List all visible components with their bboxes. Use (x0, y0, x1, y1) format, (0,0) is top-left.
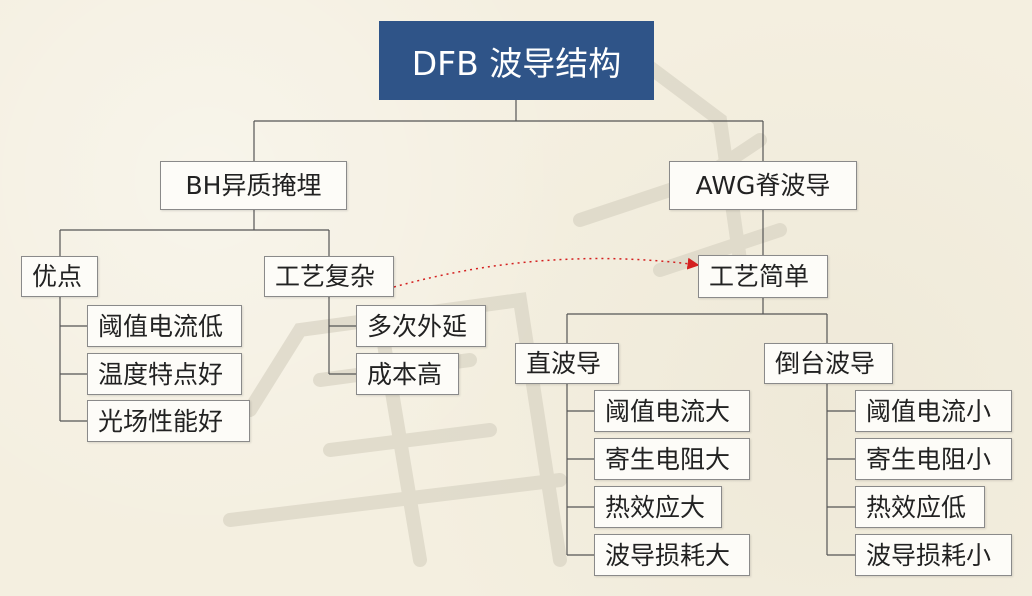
straight-item-4: 波导损耗大 (594, 534, 750, 576)
simple-node: 工艺简单 (698, 255, 828, 298)
connector-complex (328, 297, 356, 375)
awg-node: AWG脊波导 (669, 161, 857, 210)
complex-item-2: 成本高 (356, 353, 459, 395)
straight-item-2: 寄生电阻大 (594, 438, 750, 480)
root-node: DFB 波导结构 (379, 21, 654, 100)
straight-node: 直波导 (515, 343, 619, 384)
pros-item-3: 光场性能好 (87, 400, 250, 442)
complex-node: 工艺复杂 (264, 256, 394, 297)
connector-straight (566, 384, 594, 556)
pros-node: 优点 (21, 256, 98, 297)
connector-inverted (826, 384, 855, 556)
straight-item-3: 热效应大 (594, 486, 722, 528)
pros-item-2: 温度特点好 (87, 353, 242, 395)
connector-root (253, 100, 764, 161)
inverted-item-1: 阈值电流小 (855, 390, 1012, 432)
pros-item-1: 阈值电流低 (87, 305, 242, 347)
inverted-item-4: 波导损耗小 (855, 534, 1012, 576)
dotted-arrow (393, 257, 700, 288)
complex-item-1: 多次外延 (356, 305, 486, 347)
connector-simple (566, 298, 828, 343)
straight-item-1: 阈值电流大 (594, 390, 750, 432)
connector-bh (59, 210, 330, 256)
inverted-item-2: 寄生电阻小 (855, 438, 1012, 480)
bh-node: BH异质掩埋 (160, 161, 347, 210)
connector-pros (59, 297, 87, 422)
inverted-item-3: 热效应低 (855, 486, 985, 528)
inverted-node: 倒台波导 (764, 343, 893, 384)
